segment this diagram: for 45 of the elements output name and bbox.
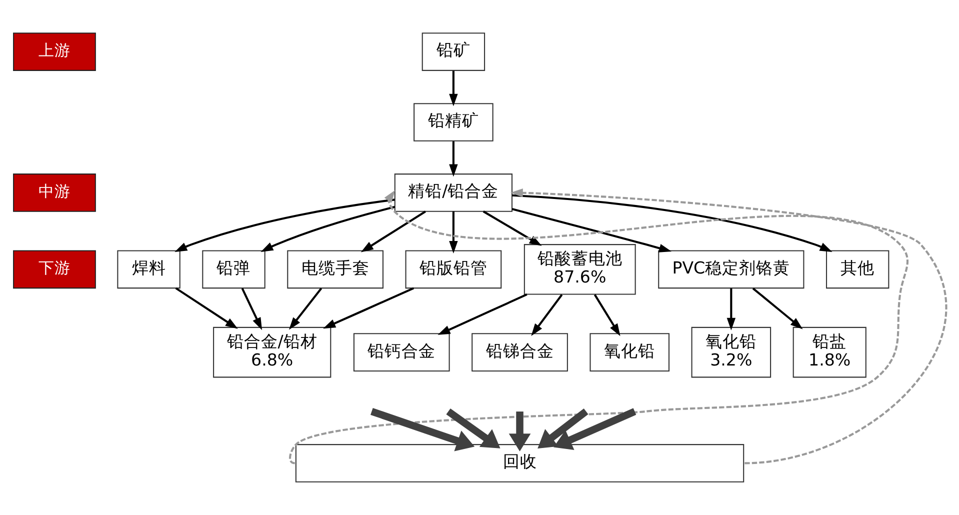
node-box: 氧化铅 (589, 333, 669, 372)
arrow (593, 294, 620, 336)
arrow (448, 211, 458, 254)
node-box: 铅锑合金 (471, 333, 568, 372)
node-box: 中游 (12, 174, 96, 212)
node-box: PVC稳定剂铬黄 (658, 250, 804, 289)
arrow (174, 198, 394, 252)
node-box: 其他 (825, 250, 889, 289)
node-box: 电缆手套 (286, 250, 383, 289)
node-box: 下游 (12, 250, 96, 289)
node-box: 回收 (294, 444, 744, 482)
arrow (174, 287, 238, 329)
node-box: 铅钙合金 (352, 333, 450, 372)
node-box: 铅精矿 (413, 103, 493, 142)
arrow (446, 408, 500, 448)
node-box: 铅版铅管 (404, 250, 502, 289)
node-box: 铅合金/铅材 6.8% (212, 326, 331, 378)
arrow (260, 206, 395, 252)
arrow (322, 287, 414, 329)
node-box: 焊料 (116, 250, 180, 289)
arrow (726, 288, 736, 330)
arrow (537, 408, 588, 449)
node-box: 上游 (12, 32, 96, 71)
arrow (288, 288, 322, 330)
node-box: 氧化铅 3.2% (690, 326, 771, 378)
arrow (508, 412, 530, 452)
arrow (448, 70, 458, 106)
node-box: 铅酸蓄电池 87.6% (523, 244, 636, 295)
arrow (752, 288, 802, 330)
arrow (553, 408, 636, 450)
arrow (437, 294, 527, 335)
arrow (240, 288, 262, 330)
node-box: 铅盐 1.8% (792, 326, 866, 378)
arrow (360, 210, 426, 252)
arrow (530, 294, 562, 336)
node-box: 铅弹 (202, 250, 265, 289)
arrow (370, 408, 474, 452)
arrow (511, 208, 672, 252)
arrow (512, 194, 832, 252)
node-box: 精铅/铅合金 (394, 174, 512, 212)
arrow (510, 188, 946, 464)
node-box: 铅矿 (421, 32, 485, 71)
arrow (290, 190, 908, 464)
arrow (482, 210, 542, 246)
arrow (448, 141, 458, 177)
